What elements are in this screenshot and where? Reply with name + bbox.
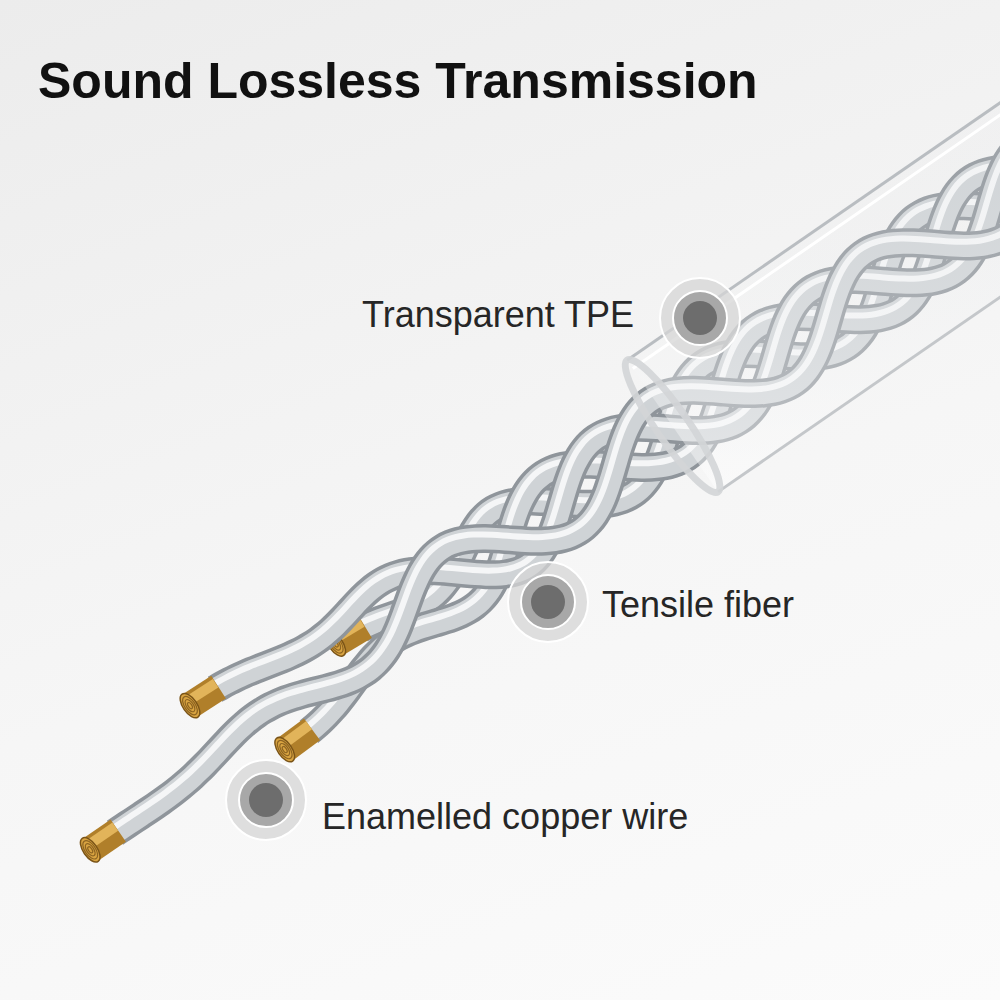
marker-halo	[226, 760, 306, 840]
strand-body	[115, 0, 1000, 833]
part-label: Enamelled copper wire	[322, 796, 688, 838]
copper-ring	[187, 702, 194, 710]
copper-ring	[80, 838, 101, 861]
copper-end	[176, 690, 203, 721]
strand-highlight	[112, 0, 1000, 829]
copper-ring	[183, 698, 197, 713]
callout-marker	[226, 760, 306, 840]
callout-marker	[508, 562, 588, 642]
copper-face	[77, 834, 104, 865]
title: Sound Lossless Transmission	[38, 52, 758, 110]
copper-ring	[83, 842, 97, 857]
copper-end	[77, 834, 104, 865]
marker-ring	[239, 773, 293, 827]
marker-halo	[508, 562, 588, 642]
marker-halo	[660, 278, 740, 358]
wire-strand	[77, 0, 1000, 865]
copper-face	[176, 690, 203, 721]
tpe-jacket-edge	[718, 0, 1000, 492]
part-label: Tensile fiber	[602, 584, 794, 626]
part-label: Transparent TPE	[362, 294, 634, 336]
marker-dot	[683, 301, 717, 335]
marker-ring	[673, 291, 727, 345]
copper-ring	[180, 694, 201, 717]
marker-dot	[531, 585, 565, 619]
marker-ring	[521, 575, 575, 629]
copper-ring	[274, 738, 295, 761]
cable-strands	[77, 0, 1000, 865]
callout-markers	[226, 278, 740, 840]
copper-ring	[87, 846, 94, 854]
tpe-jacket-mouth	[614, 351, 731, 501]
strand-outline	[115, 0, 1000, 833]
copper-ring	[278, 742, 292, 757]
copper-ring	[281, 746, 288, 754]
callout-marker	[660, 278, 740, 358]
marker-dot	[249, 783, 283, 817]
